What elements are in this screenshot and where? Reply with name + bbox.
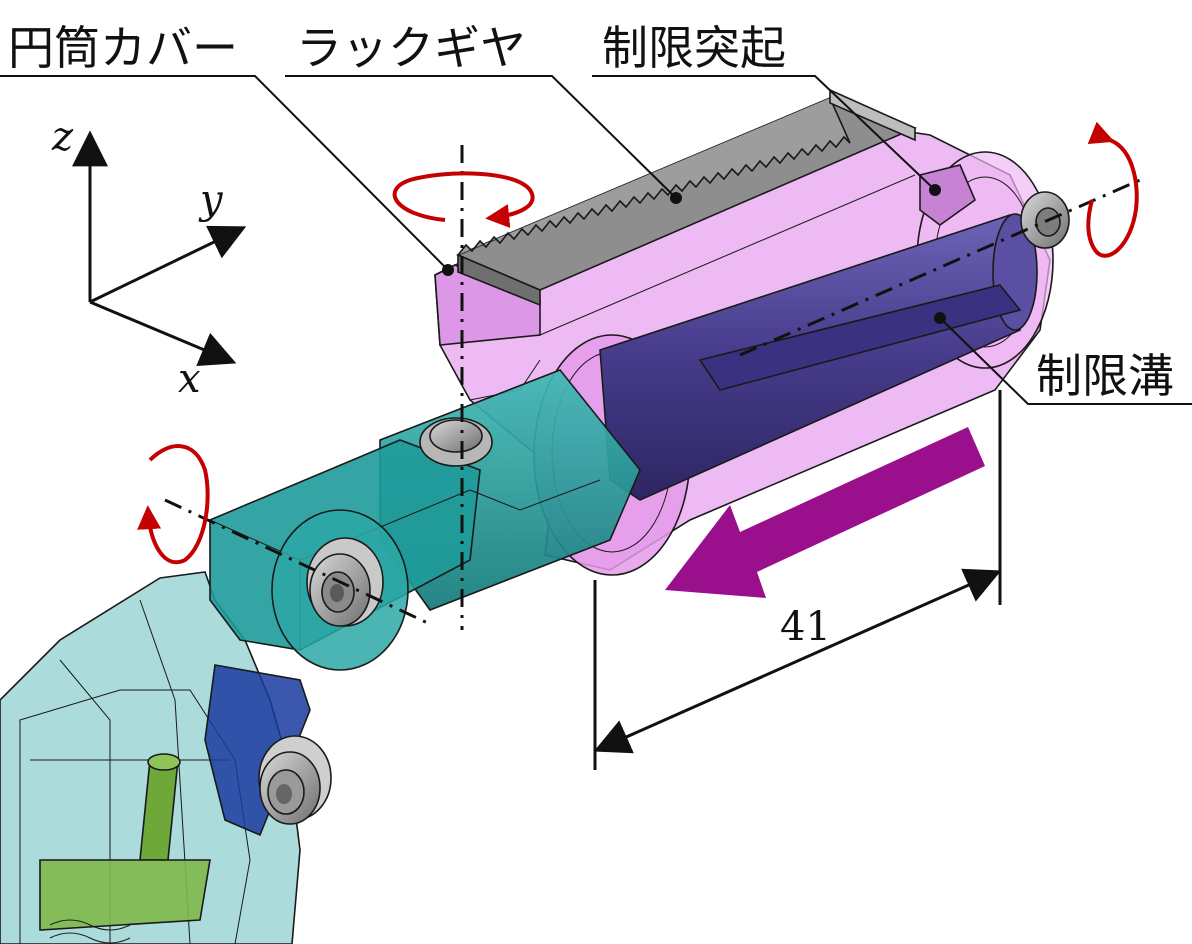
inner-shaft — [599, 213, 1038, 501]
leader-dot-rack-gear — [670, 192, 682, 204]
dimension-41: 41 — [593, 390, 1002, 770]
dimension-line — [593, 568, 1002, 754]
rack-end-plate — [829, 88, 916, 142]
green-flange — [39, 859, 211, 931]
leader-rack-gear — [285, 75, 677, 199]
lower-bolt — [258, 735, 332, 825]
label-limit-protrusion: 制限突起 — [602, 21, 786, 75]
center-lines — [164, 145, 1141, 630]
y-axis-label: y — [198, 177, 224, 223]
coordinate-axes: z y x — [51, 114, 247, 402]
rack-gear-front-face — [457, 253, 541, 307]
z-axis-label: z — [51, 114, 74, 160]
spring-coils — [49, 919, 131, 944]
leader-dot-limit-groove — [934, 312, 946, 324]
leader-dot-limit-protrusion — [929, 184, 941, 196]
limit-groove-shape — [698, 284, 1022, 391]
green-rod-head — [147, 753, 181, 771]
rotation-arrow-icon-left — [137, 444, 210, 564]
label-cylinder-cover: 円筒カバー — [8, 21, 238, 75]
rotation-arrow-icon-top — [392, 171, 535, 229]
rotation-arrow-icon-right — [1086, 121, 1139, 258]
leader-dot-cylinder-cover — [442, 264, 454, 276]
teal-joint — [209, 369, 641, 671]
leader-limit-groove — [939, 317, 1192, 405]
leader-limit-protrusion — [592, 75, 936, 191]
y-axis-line — [89, 225, 247, 304]
callouts: 円筒カバー ラックギヤ 制限突起 制限溝 — [0, 21, 1192, 405]
label-limit-groove: 制限溝 — [1036, 349, 1174, 403]
teal-edge-line-3 — [469, 479, 601, 511]
cover-edge-line-1 — [539, 174, 916, 336]
label-rack-gear: ラックギヤ — [296, 21, 526, 75]
pivot-bolt — [306, 537, 384, 627]
leader-cylinder-cover — [0, 75, 449, 271]
finger-body — [0, 571, 332, 944]
pivot-axis — [164, 498, 433, 627]
limit-protrusion-shape — [919, 164, 976, 226]
x-axis-label: x — [178, 356, 201, 402]
rotation-arrows — [137, 121, 1139, 564]
x-axis-line — [89, 300, 237, 367]
slide-direction-arrow-icon — [665, 427, 985, 598]
dimension-value-label: 41 — [780, 604, 831, 650]
top-bolt — [419, 417, 493, 467]
